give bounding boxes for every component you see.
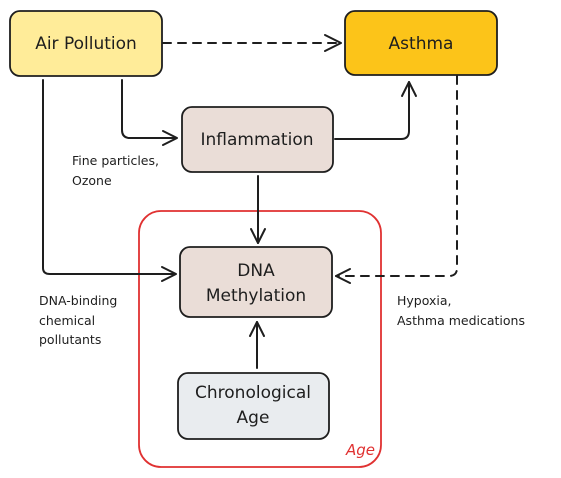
node-inflammation-box xyxy=(181,106,334,173)
edge-label-hypoxia-line1: Hypoxia, xyxy=(397,293,452,308)
edge-label-hypoxia-line2: Asthma medications xyxy=(397,313,525,328)
edge-label-dna-binding-line3: pollutants xyxy=(39,332,101,347)
age-group-label: Age xyxy=(345,441,375,459)
edge-inflammation-to-dna-methylation xyxy=(250,175,266,244)
age-group: Age xyxy=(138,210,382,468)
node-inflammation: Inflammation xyxy=(181,106,334,173)
node-chronological-age-label-line1: Chronological xyxy=(195,383,311,403)
node-dna-methylation: DNA Methylation xyxy=(179,246,333,318)
node-asthma: Asthma xyxy=(344,10,498,76)
edge-label-hypoxia: Hypoxia, Asthma medications xyxy=(397,293,525,328)
node-asthma-box xyxy=(344,10,498,76)
edge-label-fine-particles-line2: Ozone xyxy=(72,173,112,188)
edges xyxy=(42,34,458,369)
node-chronological-age-box xyxy=(177,372,330,440)
node-dna-methylation-label-line2: Methylation xyxy=(206,286,306,306)
node-air-pollution-label: Air Pollution xyxy=(35,34,137,54)
node-inflammation-label: Inflammation xyxy=(200,130,313,150)
edge-asthma-to-dna-methylation xyxy=(335,75,458,284)
node-dna-methylation-box xyxy=(179,246,333,318)
edge-label-fine-particles-line1: Fine particles, xyxy=(72,153,159,168)
edge-label-dna-binding: DNA-binding chemical pollutants xyxy=(39,293,117,347)
edge-air-pollution-to-inflammation xyxy=(121,79,178,146)
edge-air-pollution-to-asthma xyxy=(162,34,342,52)
node-air-pollution: Air Pollution xyxy=(9,10,163,77)
node-chronological-age: Chronological Age xyxy=(177,372,330,440)
edge-inflammation-to-asthma xyxy=(334,81,417,140)
node-chronological-age-label-line2: Age xyxy=(237,408,270,428)
edge-chronological-age-to-dna-methylation xyxy=(249,321,265,369)
node-asthma-label: Asthma xyxy=(389,34,454,54)
edge-label-dna-binding-line2: chemical xyxy=(39,313,95,328)
age-group-border xyxy=(138,210,382,468)
edge-air-pollution-to-dna-methylation xyxy=(42,79,177,282)
edge-label-fine-particles: Fine particles, Ozone xyxy=(72,153,159,188)
node-air-pollution-box xyxy=(9,10,163,77)
edge-label-dna-binding-line1: DNA-binding xyxy=(39,293,117,308)
node-dna-methylation-label-line1: DNA xyxy=(237,261,275,281)
